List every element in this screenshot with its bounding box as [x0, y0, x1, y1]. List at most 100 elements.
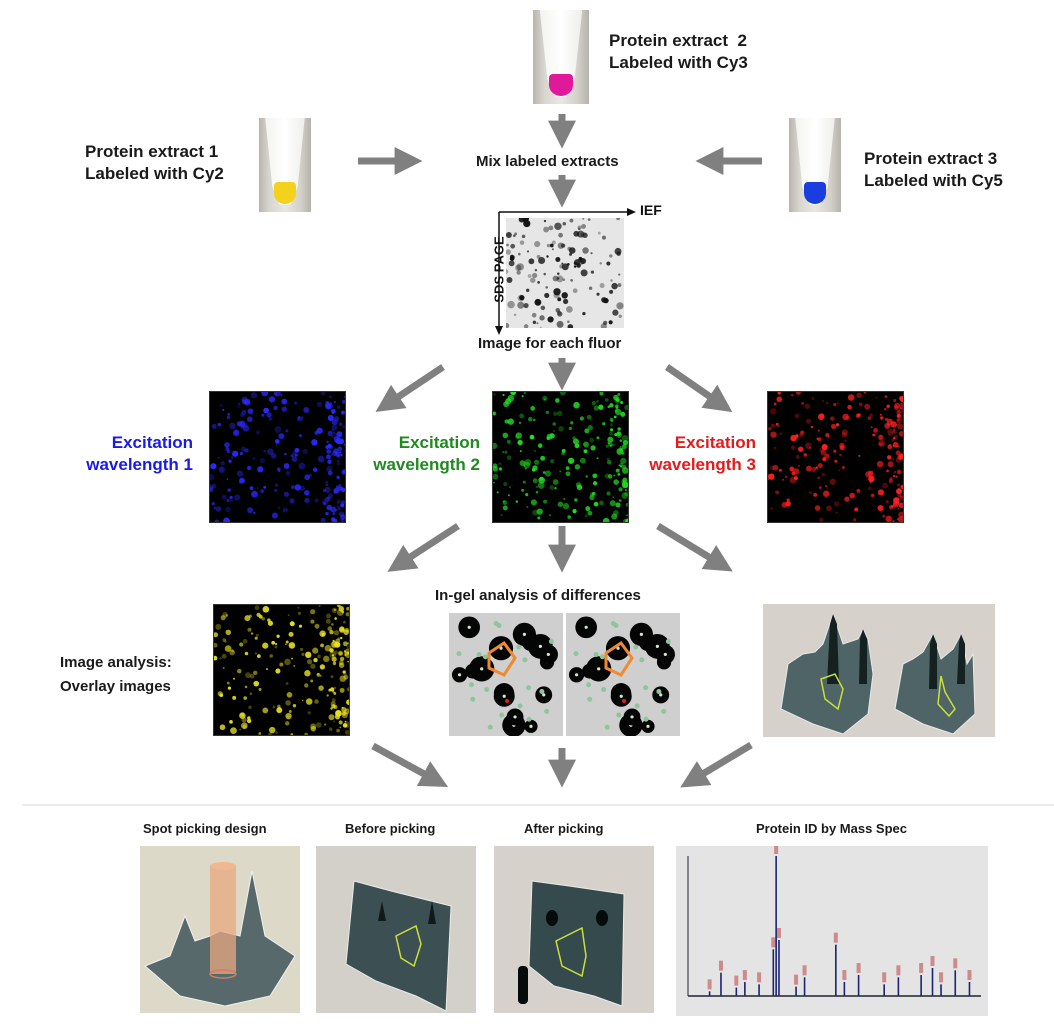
excitation-3-line1: Excitation — [674, 433, 756, 452]
fluor-spot — [619, 439, 623, 442]
fluor-spot — [310, 679, 314, 683]
gel-spot — [577, 227, 581, 231]
matched-spot-marker — [610, 620, 616, 626]
fluor-spot — [218, 466, 225, 473]
fluor-spot — [870, 493, 875, 498]
after-picking-image — [494, 846, 654, 1013]
sds-page-axis-label: SDS PAGE — [491, 236, 507, 303]
fluor-spot — [327, 401, 332, 407]
fluor-spot — [222, 408, 225, 412]
fluor-spot — [318, 605, 321, 607]
fluor-spot — [879, 413, 882, 416]
gel-spot — [577, 230, 585, 238]
fluor-spot — [226, 415, 231, 420]
fluor-spot — [326, 440, 329, 443]
fluor-spot — [274, 642, 278, 646]
fluor-spot — [215, 506, 222, 512]
matched-spot-marker — [469, 682, 475, 688]
gel-spot — [530, 277, 536, 283]
fluor-spot — [210, 484, 214, 491]
fluor-spot — [617, 427, 621, 431]
gel-spot — [601, 297, 608, 304]
fluor-spot — [244, 448, 249, 453]
matched-spot-marker — [661, 708, 667, 714]
fluor-spot — [572, 438, 579, 445]
fluor-spot — [340, 503, 345, 508]
gel-spot — [521, 234, 526, 239]
fluor-spot — [820, 449, 827, 456]
fluor-spot — [292, 451, 296, 455]
fluor-spot — [618, 499, 621, 501]
gel-spot — [523, 324, 529, 328]
fluor-spot — [267, 396, 270, 399]
fluor-spot — [817, 463, 823, 469]
tube-cy3 — [533, 10, 589, 104]
fluor-spot — [336, 405, 341, 409]
fluor-spot — [591, 400, 596, 406]
fluor-spot — [899, 453, 903, 457]
fluor-spot — [518, 421, 522, 425]
ms-peak-label — [953, 958, 958, 969]
fluor-spot — [900, 495, 903, 499]
fluor-spot — [333, 487, 340, 494]
fluor-spot — [239, 642, 244, 647]
fluor-spot — [847, 394, 855, 401]
fluor-spot — [876, 460, 884, 468]
fluor-spot — [331, 654, 335, 657]
fluor-spot — [868, 470, 874, 477]
gel-spot — [545, 286, 548, 289]
ms-peak-label — [919, 963, 924, 973]
fluor-spot — [324, 496, 331, 503]
gel-spot — [578, 256, 583, 261]
fluor-spot — [822, 490, 830, 497]
fluor-spot — [885, 515, 892, 522]
fluor-spot — [841, 432, 848, 438]
fluor-spot — [339, 422, 343, 426]
fluor-spot — [844, 439, 847, 442]
gel-spot — [570, 279, 574, 282]
fluor-spot — [878, 442, 882, 447]
fluor-spot — [543, 499, 548, 504]
fluor-spot — [591, 491, 596, 496]
fluor-spot — [523, 392, 526, 395]
ms-peak-label — [771, 937, 776, 948]
fluor-spot — [276, 634, 280, 638]
gel-spot — [516, 270, 521, 275]
fluor-spot — [614, 408, 622, 416]
matched-spot-marker — [643, 685, 649, 691]
fluor-spot — [835, 511, 838, 514]
fluor-spot — [834, 459, 838, 463]
fluor-spot — [326, 403, 334, 410]
fluor-spot — [893, 470, 897, 474]
fluor-spot — [323, 501, 327, 505]
fluor-spot — [833, 449, 837, 453]
fluor-spot — [892, 429, 897, 434]
fluor-spot — [333, 608, 337, 612]
fluor-spot — [217, 456, 220, 459]
fluor-spot — [339, 451, 342, 454]
fluor-spot — [798, 465, 800, 467]
gel-spot — [567, 320, 570, 323]
fluor-spot — [343, 629, 349, 636]
fluor-spot — [255, 633, 259, 637]
fluor-spot — [502, 393, 505, 397]
fluor-spot — [241, 409, 247, 415]
gel-spot — [603, 320, 608, 326]
fluor-spot — [898, 431, 903, 437]
fluor-spot — [343, 721, 349, 728]
fluor-spot — [899, 402, 903, 410]
gel-spot — [599, 262, 602, 265]
fluor-spot — [292, 703, 297, 708]
fluor-spot — [343, 443, 345, 446]
fluor-spot — [269, 726, 276, 734]
fluor-spot — [532, 478, 538, 484]
fluor-spot — [340, 410, 345, 415]
fluor-spot — [219, 724, 226, 731]
arrow-3d-to-picking — [680, 741, 753, 788]
gel-spot — [562, 221, 567, 226]
sample-2-label: Protein extract 2 Labeled with Cy3 — [609, 30, 748, 74]
fluor-spot — [252, 457, 256, 460]
fluor-spot — [809, 447, 811, 449]
fluor-spot — [849, 492, 856, 499]
fluor-spot — [841, 429, 848, 436]
